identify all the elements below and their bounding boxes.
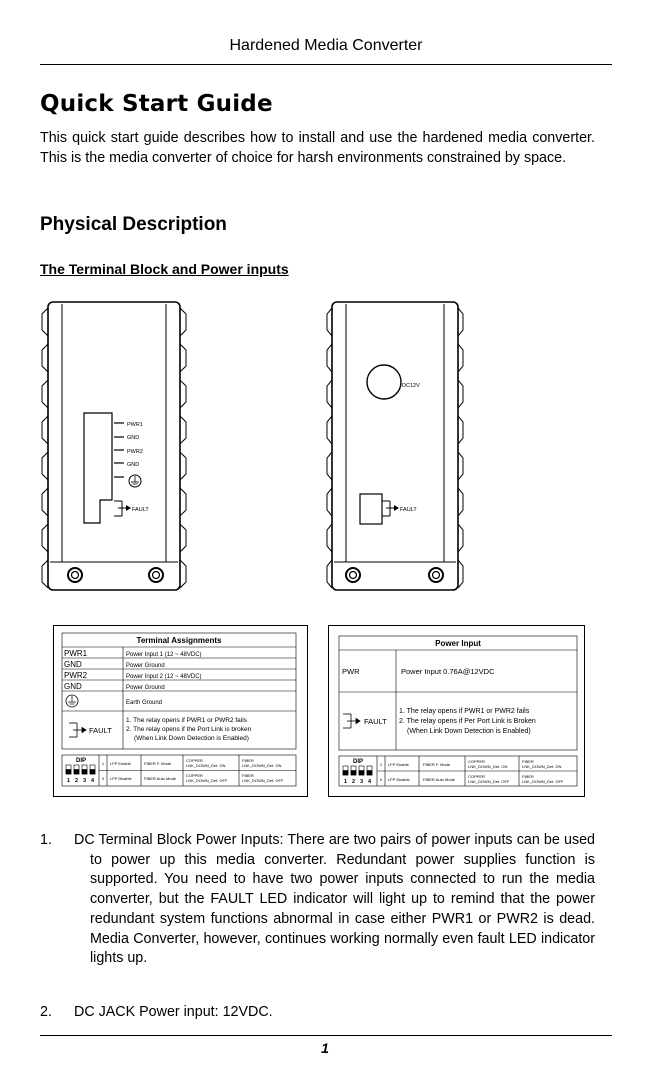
dip-switch-icon (65, 764, 96, 775)
power-fault-line-1: 1. The relay opens if PWR1 or PWR2 fails (399, 708, 530, 715)
power-dip-number-2: 2 (352, 779, 355, 785)
power-dip-row0-c1: LFP Disable (388, 777, 410, 782)
dc-jack-label: DC12V (402, 383, 420, 389)
terminal-name-1: GND (64, 660, 82, 669)
power-dip-row0-c4a: FIBER (522, 774, 534, 779)
power-dip-label: DIP (353, 759, 363, 765)
power-dip-row0-c4b: LNK_DOWN_Det. OFF (522, 779, 564, 784)
dip-row0-c1: LFP Disable (110, 776, 132, 781)
terminal-block-device-figure: FAULT PWR1 GND PWR2 GND (41, 301, 187, 591)
terminal-desc-0: Power Input 1 (12 ~ 48VDC) (126, 652, 202, 658)
dip-number-2: 2 (75, 778, 78, 784)
terminal-fault-line-3: (When Link Down Detection is Enabled) (134, 735, 249, 742)
list-item: 2. DC JACK Power input: 12VDC. (40, 1003, 595, 1023)
dip-row0-state: 0 (102, 776, 105, 781)
list-item: 1. DC Terminal Block Power Inputs: There… (40, 831, 595, 969)
screw-icon (67, 567, 83, 583)
power-dip-row1-c4a: FIBER (522, 759, 534, 764)
footer-rule (40, 1035, 612, 1036)
list-item-number: 1. (40, 832, 52, 848)
dip-row1-c1: LFP Enable (110, 761, 132, 766)
screw-icon (428, 567, 444, 583)
terminal-assignments-figure: Terminal Assignments PWR1 Power Input 1 … (53, 625, 308, 797)
left-fault-label: FAULT (132, 507, 149, 513)
relay-icon (343, 713, 361, 729)
dip-row1-c2: FIBER F. Mode (144, 761, 172, 766)
terminal-desc-3: Power Ground (126, 685, 165, 691)
power-dip-number-3: 3 (360, 779, 363, 785)
running-header: Hardened Media Converter (229, 37, 423, 54)
left-label-pwr1: PWR1 (127, 422, 143, 428)
left-label-gnd1: GND (127, 435, 139, 441)
header-rule (40, 64, 612, 65)
terminal-table-title: Terminal Assignments (137, 636, 222, 645)
terminal-desc-2: Power Input 2 (12 ~ 48VDC) (126, 674, 202, 680)
dip-row1-state: 1 (102, 761, 105, 766)
power-dip-row1-c2: FIBER F. Mode (423, 762, 451, 767)
power-dip-row0-c2: FIBER Auto Mode (423, 777, 456, 782)
dip-row0-c4a: FIBER (242, 773, 254, 778)
power-table-title: Power Input (435, 639, 481, 648)
power-dip-row1-state: 1 (380, 762, 383, 767)
dip-row1-c4a: FIBER (242, 758, 254, 763)
dip-row1-c3a: COPPER (186, 758, 203, 763)
power-input-figure: Power Input PWR Power Input 0.76A@12VDC … (328, 625, 585, 797)
power-dip-row0-c3b: LNK_DOWN_Det. OFF (468, 779, 510, 784)
dip-row1-c3b: LNK_DOWN_Det. ON (186, 763, 225, 768)
earth-ground-icon (65, 694, 79, 708)
earth-ground-desc: Earth Ground (126, 700, 162, 706)
dip-row0-c3b: LNK_DOWN_Det. OFF (186, 778, 228, 783)
terminal-name-0: PWR1 (64, 649, 88, 658)
terminal-name-3: GND (64, 682, 82, 691)
dip-row0-c2: FIBER Auto Mode (144, 776, 177, 781)
dip-label: DIP (76, 758, 86, 764)
terminal-name-2: PWR2 (64, 671, 88, 680)
left-label-gnd2: GND (127, 462, 139, 468)
intro-paragraph: This quick start guide describes how to … (40, 130, 595, 166)
right-fault-label: FAULT (400, 507, 417, 513)
power-dip-row0-state: 0 (380, 777, 383, 782)
dc-jack-device-figure: DC12V FAULT (326, 301, 464, 591)
power-dip-row0-c3a: COPPER (468, 774, 485, 779)
power-dip-row1-c3b: LNK_DOWN_Det. ON (468, 764, 507, 769)
dip-row0-c4b: LNK_DOWN_Det. OFF (242, 778, 284, 783)
power-fault-name: FAULT (364, 717, 387, 726)
power-fault-line-2: 2. The relay opens if Per Port Link is B… (399, 718, 536, 725)
page-title: Quick Start Guide (40, 91, 273, 117)
terminal-fault-name: FAULT (89, 726, 112, 735)
list-item-number: 2. (40, 1004, 52, 1020)
dip-number-4: 4 (91, 778, 95, 784)
power-pwr-desc: Power Input 0.76A@12VDC (401, 667, 495, 676)
terminal-fault-line-1: 1. The relay opens if PWR1 or PWR2 fails (126, 717, 248, 724)
page-number: 1 (321, 1040, 329, 1056)
relay-icon (69, 722, 87, 738)
left-label-pwr2: PWR2 (127, 449, 143, 455)
list-item-text: DC JACK Power input: 12VDC. (74, 1004, 273, 1020)
subsection-heading: The Terminal Block and Power inputs (40, 261, 289, 277)
power-dip-row1-c1: LFP Enable (388, 762, 410, 767)
terminal-fault-line-2: 2. The relay opens if the Port Link is b… (126, 726, 252, 733)
dip-number-3: 3 (83, 778, 86, 784)
list-item-text: DC Terminal Block Power Inputs: There ar… (74, 832, 595, 967)
screw-icon (345, 567, 361, 583)
power-dip-number-1: 1 (344, 779, 347, 785)
section-heading: Physical Description (40, 214, 227, 235)
dip-row1-c4b: LNK_DOWN_Det. ON (242, 763, 281, 768)
screw-icon (148, 567, 164, 583)
power-pwr-name: PWR (342, 667, 360, 676)
dip-switch-icon (342, 765, 373, 776)
dip-number-1: 1 (67, 778, 70, 784)
power-dip-row1-c4b: LNK_DOWN_Det. ON (522, 764, 561, 769)
power-dip-number-4: 4 (368, 779, 372, 785)
power-fault-line-3: (When Link Down Detection is Enabled) (407, 728, 531, 735)
terminal-desc-1: Power Ground (126, 663, 165, 669)
dc-jack-icon (366, 364, 402, 400)
power-dip-row1-c3a: COPPER (468, 759, 485, 764)
dip-row0-c3a: COPPER (186, 773, 203, 778)
